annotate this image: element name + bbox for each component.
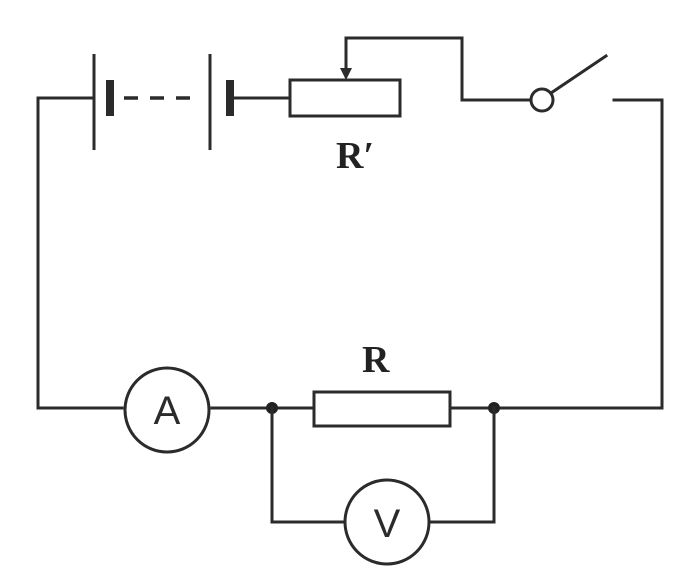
- rheostat: [288, 78, 402, 118]
- voltmeter-symbol: V: [374, 502, 401, 546]
- voltmeter-branch-wire-right: [428, 406, 496, 524]
- left-wire: [36, 96, 124, 410]
- switch-pivot: [529, 87, 555, 113]
- rheostat-label: R′: [336, 135, 374, 177]
- switch: [529, 53, 609, 113]
- resistor-label: R: [362, 339, 390, 381]
- voltmeter-branch-wire-left: [270, 406, 346, 524]
- ammeter: A: [123, 366, 211, 454]
- voltmeter-circle: [343, 478, 431, 566]
- resistor-to-right-wire: [448, 98, 664, 410]
- switch-lever: [548, 53, 609, 96]
- rheostat-slider-wire: [344, 36, 534, 102]
- battery: [92, 54, 234, 150]
- rheostat-slider-arrow-icon: [340, 68, 352, 80]
- ammeter-symbol: A: [154, 389, 181, 433]
- voltmeter: V: [343, 478, 431, 566]
- ammeter-circle: [123, 366, 211, 454]
- resistor: [312, 390, 452, 428]
